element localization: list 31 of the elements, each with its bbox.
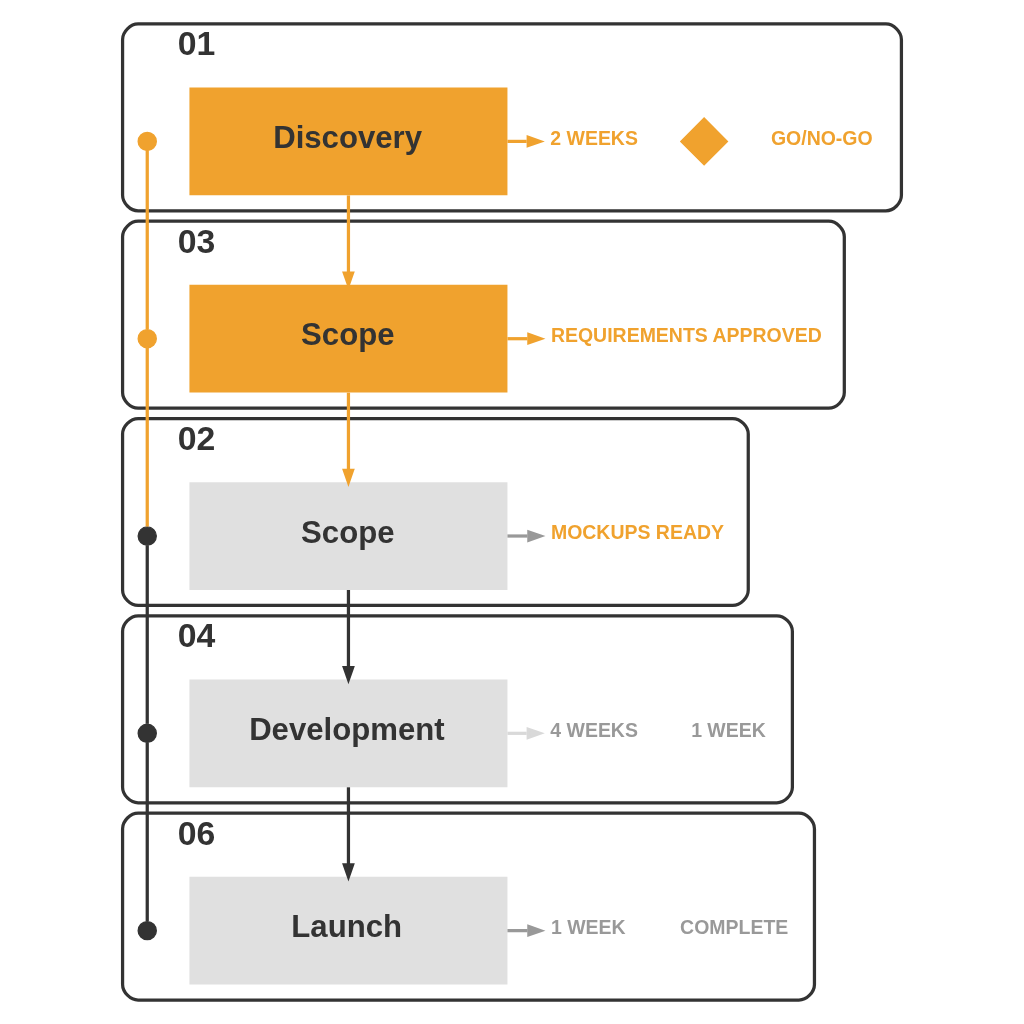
arrow [342,392,355,487]
node-box: Scope [189,284,508,393]
node-circle [137,131,157,152]
arrow [507,924,546,937]
connector [145,347,149,527]
arrow [507,726,545,740]
node-box: Scope [189,482,508,590]
node-circle [137,723,157,744]
arrow [507,135,545,148]
node-text: 1 WEEK [550,915,626,938]
arrow [507,332,546,346]
node-box: Launch [189,876,508,985]
arrow [342,787,355,882]
node-text: REQUIREMENTS APPROVED [550,323,822,346]
node-text: 2 WEEKS [550,126,638,149]
label: 1 WEEK [691,718,766,741]
connector [145,150,149,330]
node-text: 4 WEEKS [550,718,638,741]
node-circle [137,328,157,349]
node-box: Development [189,679,508,788]
node-circle [137,526,157,546]
node-diamond [679,117,729,166]
arrow [342,590,355,685]
connector [145,545,149,724]
node-box: Discovery [189,87,508,196]
label: COMPLETE [680,915,789,938]
arrow [507,529,546,543]
connector [145,742,149,922]
node-circle [137,920,157,941]
node-text: MOCKUPS READY [550,521,725,544]
node-label: GO/NO-GO [770,126,873,149]
